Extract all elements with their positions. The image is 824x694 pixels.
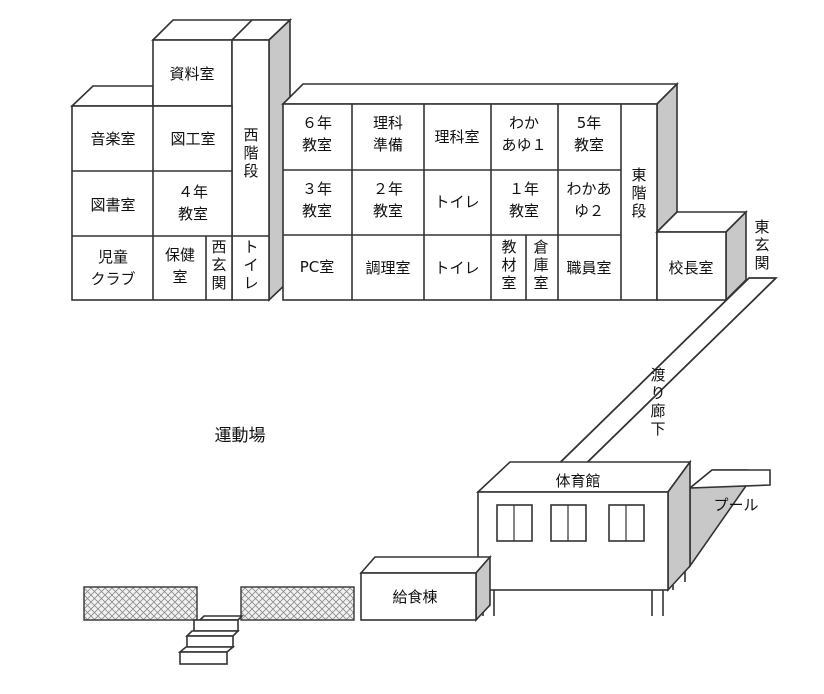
corridor (533, 277, 778, 488)
label-ichinen-kyoshitsu: １年教室 (509, 180, 539, 220)
lunch-building (359, 554, 492, 623)
gate-area (83, 586, 355, 665)
label-kochoshitsu: 校長室 (668, 259, 713, 277)
label-higashi-genkan: 東玄関 (754, 218, 769, 272)
label-gonen-kyoshitsu: 5年教室 (574, 114, 604, 154)
label-ongakushitsu: 音楽室 (90, 130, 135, 148)
label-kyozaishitsu: 教材室 (501, 238, 516, 292)
label-waka-ayu1: わかあゆ１ (501, 114, 546, 154)
label-hokenshitsu: 保健室 (165, 246, 195, 286)
label-pool: プール (713, 496, 758, 514)
label-toire-mid2: トイレ (434, 259, 479, 277)
label-waka-ayu2: わかあゆ２ (566, 180, 611, 220)
label-undojo: 運動場 (215, 426, 266, 446)
label-rokunen-kyoshitsu: ６年教室 (302, 114, 332, 154)
label-jido-club: 児童クラブ (90, 248, 135, 288)
room-labels: 資料室 音楽室 図工室 図書室 ４年教室 児童クラブ 保健室 西玄関 トイレ 西… (90, 65, 769, 606)
label-shiryoshitsu: 資料室 (169, 65, 214, 83)
east-wing (281, 82, 748, 302)
label-nishi-kaidan: 西階段 (243, 126, 258, 180)
label-chorishitsu: 調理室 (365, 259, 410, 277)
west-wing (70, 18, 292, 302)
label-kyushokuto: 給食棟 (392, 588, 437, 606)
label-rikashitsu: 理科室 (434, 128, 479, 146)
label-sokoshitsu: 倉庫室 (533, 238, 548, 292)
label-pc-shitsu: PC室 (300, 258, 335, 276)
label-shokuinshitsu: 職員室 (566, 259, 611, 277)
label-toire-mid1: トイレ (434, 193, 479, 211)
label-higashi-kaidan: 東階段 (631, 166, 646, 220)
label-taiikukan: 体育館 (555, 472, 600, 490)
label-yonen-kyoshitsu: ４年教室 (178, 183, 208, 223)
label-nishi-genkan: 西玄関 (211, 238, 226, 292)
label-sannen-kyoshitsu: ３年教室 (302, 180, 332, 220)
label-ninen-kyoshitsu: ２年教室 (373, 180, 403, 220)
label-rika-junbi: 理科準備 (373, 114, 403, 154)
label-watari-roka: 渡り廊下 (650, 366, 665, 438)
label-zukoshitsu: 図工室 (170, 130, 215, 148)
label-toshoshitsu: 図書室 (90, 196, 135, 214)
gymnasium (475, 459, 771, 616)
label-toire-west: トイレ (243, 238, 258, 292)
